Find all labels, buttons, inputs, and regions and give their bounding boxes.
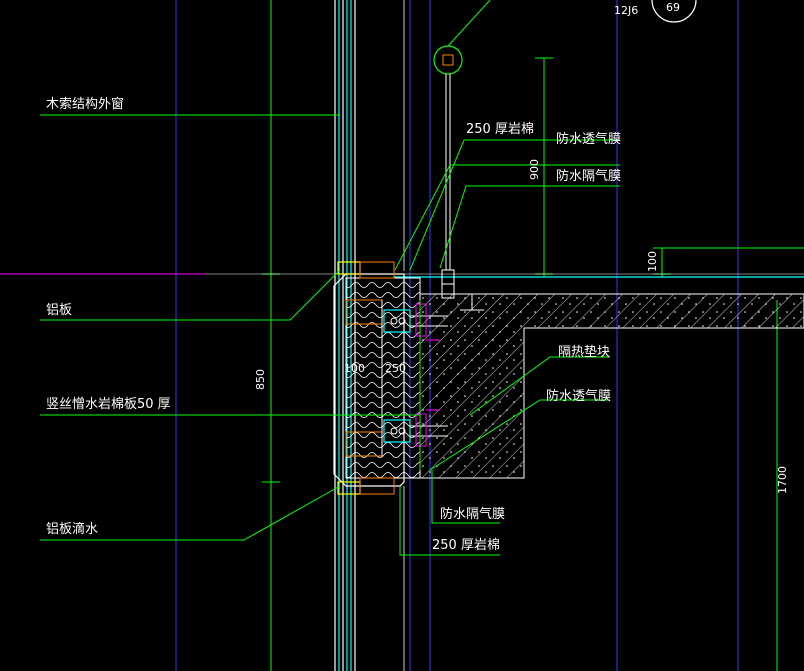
detail-marker <box>447 0 697 47</box>
aluminum-panel-outline <box>333 273 405 487</box>
label-aluminum-drip: 铝板滴水 <box>46 521 98 537</box>
dim-12j6: 12J6 <box>614 4 638 17</box>
dim-850: 850 <box>254 369 267 390</box>
dim-1700: 1700 <box>776 466 789 494</box>
label-rockwool-board: 竖丝憎水岩棉板50 厚 <box>46 396 171 412</box>
label-rockwool-bottom: 250 厚岩棉 <box>432 538 500 553</box>
dim-250-inner: 250 <box>385 362 406 375</box>
label-wood-window: 木索结构外窗 <box>46 96 124 112</box>
label-breathable-membrane-top: 防水透气膜 <box>556 131 621 147</box>
label-vapor-barrier-top: 防水隔气膜 <box>556 168 621 184</box>
label-breathable-membrane-mid: 防水透气膜 <box>546 388 611 404</box>
bracket-top <box>383 303 448 341</box>
frame-fixings <box>337 261 395 495</box>
label-rockwool-top: 250 厚岩棉 <box>466 122 534 137</box>
leader-lines <box>40 114 620 556</box>
insulation-block <box>345 277 421 479</box>
dim-100-right: 100 <box>646 251 659 272</box>
label-thermal-pad: 隔热垫块 <box>558 344 610 360</box>
label-aluminum-panel: 铝板 <box>46 303 72 318</box>
bracket-bottom <box>383 409 448 447</box>
label-vapor-barrier-bottom: 防水隔气膜 <box>440 506 505 522</box>
dim-100-inner: 100 <box>344 362 365 375</box>
dim-69: 69 <box>666 1 680 14</box>
dim-900: 900 <box>528 159 541 180</box>
